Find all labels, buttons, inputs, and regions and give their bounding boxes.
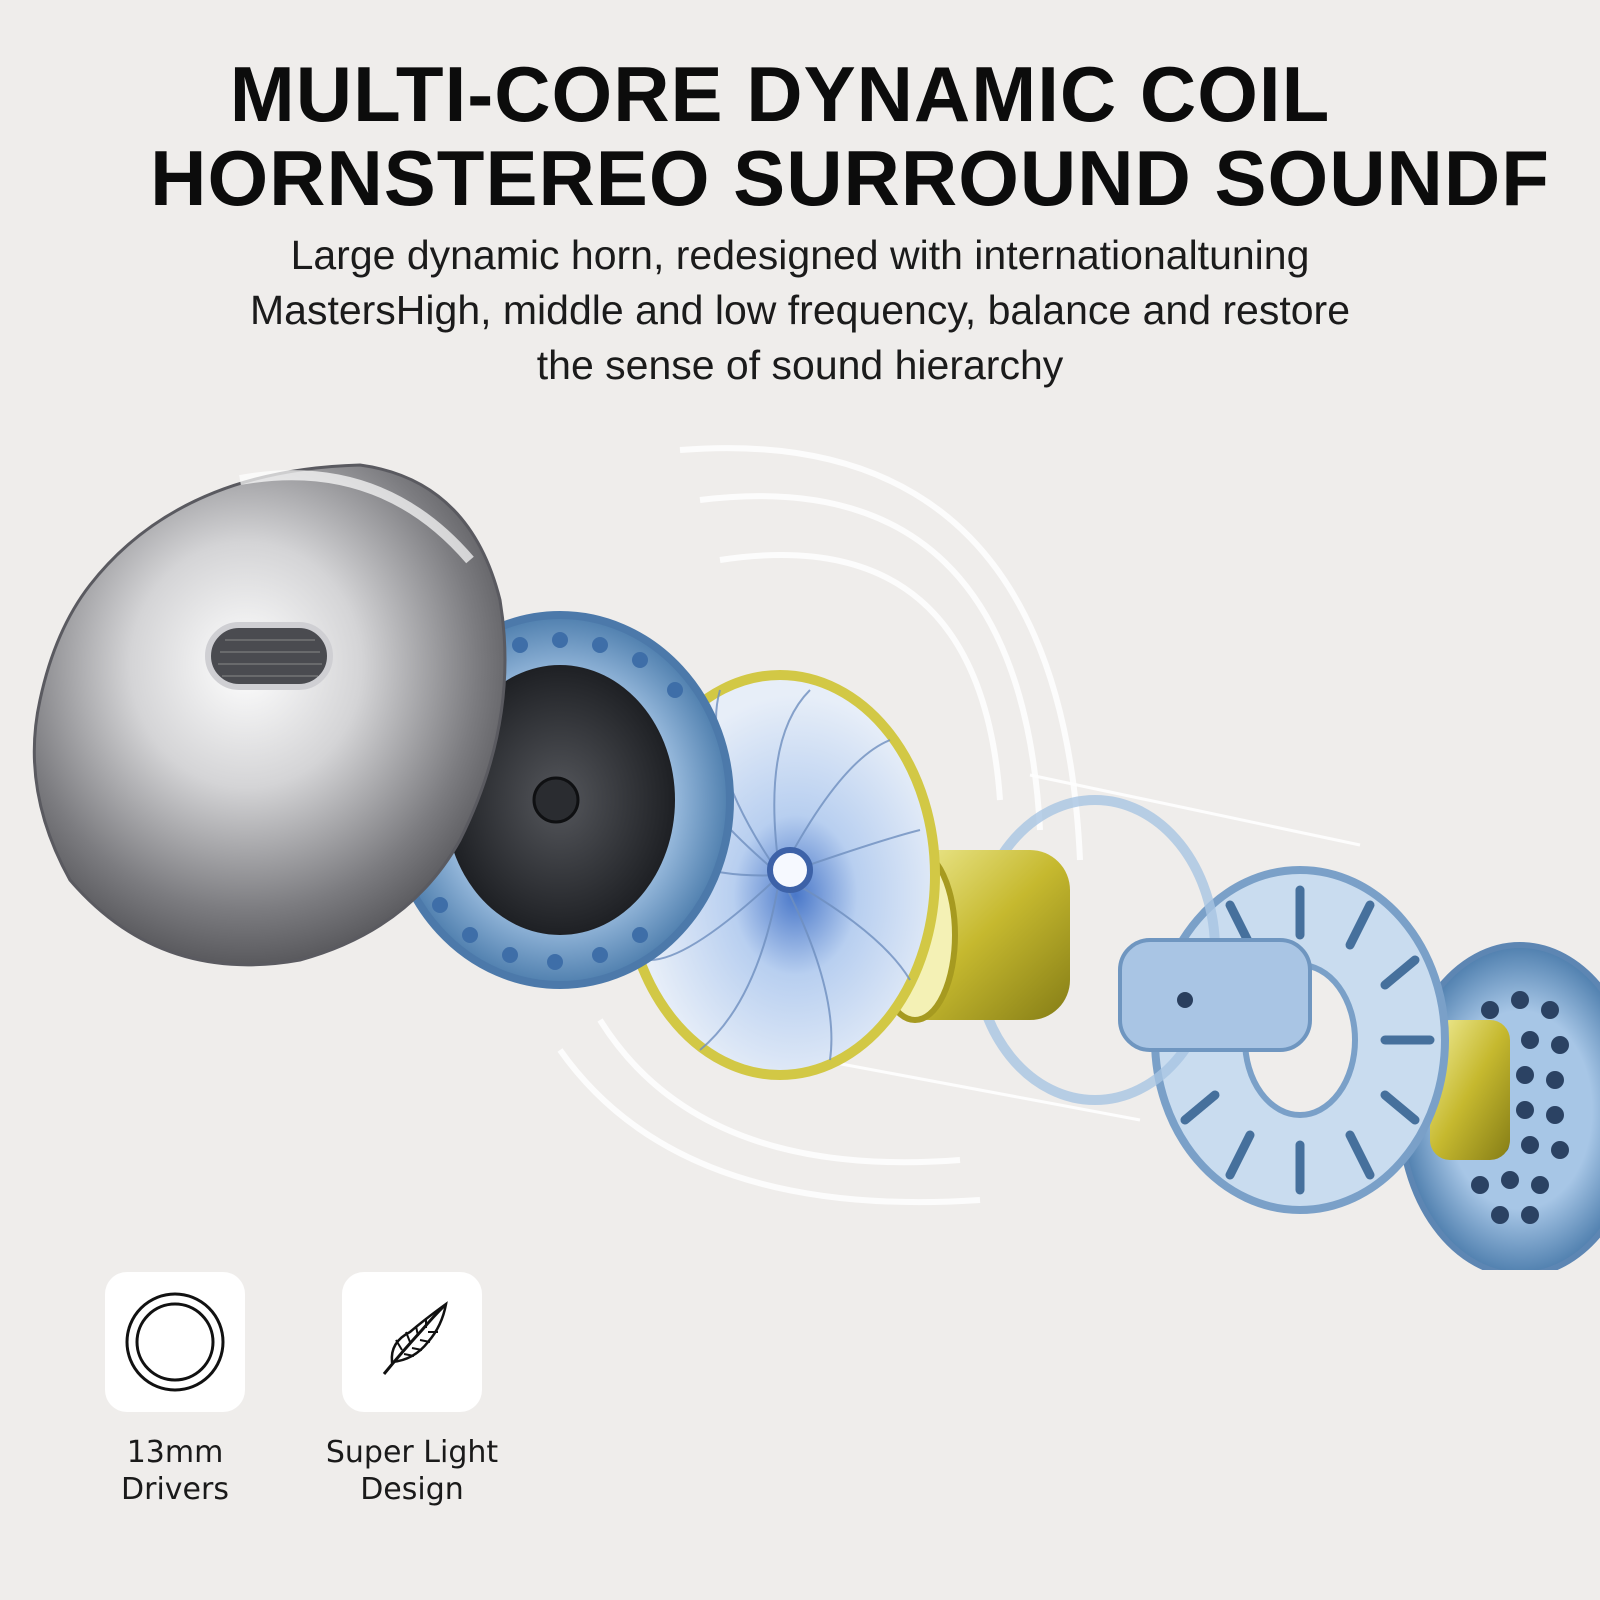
subtitle-line-2: MastersHigh, middle and low frequency, b… <box>250 287 1350 333</box>
feature-light: Super Light Design <box>297 1272 527 1508</box>
feature-light-line-1: Super Light <box>325 1435 499 1470</box>
headline-line-2: HORNSTEREO SURROUND SOUNDF <box>150 134 1550 222</box>
feature-drivers-tile <box>105 1272 245 1412</box>
earbud-exploded-illustration <box>32 445 1600 1270</box>
subtitle-line-1: Large dynamic horn, redesigned with inte… <box>290 232 1310 278</box>
feature-drivers: 13mm Drivers <box>60 1272 290 1508</box>
chrome-ear-shell <box>32 463 507 967</box>
speaker-mesh-icon <box>205 622 333 690</box>
blue-cylinder <box>1118 938 1312 1052</box>
feature-drivers-line-1: 13mm <box>126 1435 224 1470</box>
concentric-circles-icon <box>125 1292 225 1392</box>
sound-wave-lines <box>557 445 1083 1206</box>
subtitle: Large dynamic horn, redesigned with inte… <box>0 228 1600 393</box>
feature-light-caption: Super Light Design <box>297 1434 527 1508</box>
feature-drivers-caption: 13mm Drivers <box>60 1434 290 1508</box>
feature-icon <box>382 1301 448 1375</box>
feature-drivers-line-2: Drivers <box>121 1472 229 1507</box>
feature-light-tile <box>342 1272 482 1412</box>
subtitle-line-3: the sense of sound hierarchy <box>536 342 1064 388</box>
gold-connector-right <box>1430 1020 1510 1160</box>
feature-light-line-2: Design <box>360 1472 464 1507</box>
speed-lines <box>819 773 1361 1122</box>
headline: MULTI-CORE DYNAMIC COIL HORNSTEREO SURRO… <box>0 52 1600 220</box>
headline-line-1: MULTI-CORE DYNAMIC COIL <box>229 50 1331 138</box>
